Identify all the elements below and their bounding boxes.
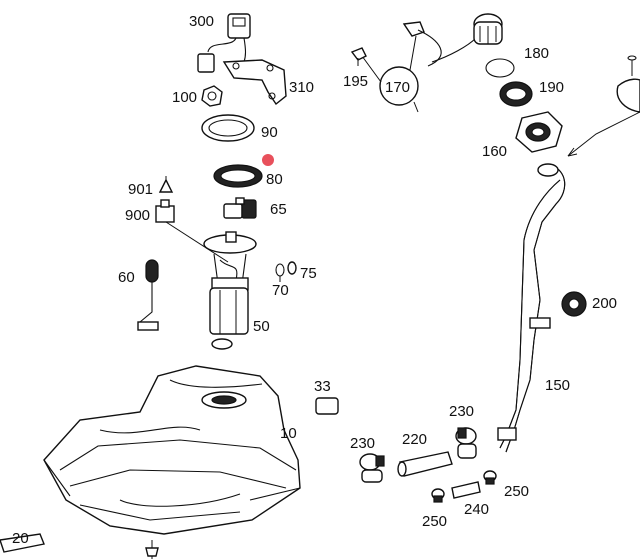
label-200: 200 [592,295,617,312]
part-230-clamp-right[interactable] [455,427,477,459]
part-50-fuel-pump-module[interactable] [203,231,257,350]
part-250-clamp-left[interactable] [431,488,445,503]
label-80: 80 [266,171,283,188]
part-240-hose[interactable] [451,481,481,499]
part-220-hose[interactable] [397,451,453,477]
label-70: 70 [272,282,289,299]
label-240: 240 [464,501,489,518]
label-250-left: 250 [422,513,447,530]
label-100: 100 [172,89,197,106]
label-180: 180 [524,45,549,62]
part-901-fitting[interactable] [158,176,174,193]
label-900: 900 [125,207,150,224]
leader-900 [165,221,229,263]
label-230-left: 230 [350,435,375,452]
label-310: 310 [289,79,314,96]
part-900-valve[interactable] [155,199,175,223]
part-250-clamp-right[interactable] [483,470,497,485]
label-150: 150 [545,377,570,394]
label-75: 75 [300,265,317,282]
part-75-washer[interactable] [287,261,297,275]
fuel-cap-with-tether[interactable] [402,13,503,67]
part-150-filler-pipe[interactable] [497,163,566,453]
label-220: 220 [402,431,427,448]
part-190-ring[interactable] [499,81,533,107]
label-195: 195 [343,73,368,90]
part-200-cap[interactable] [561,291,587,317]
part-180-seal[interactable] [485,58,515,78]
position-marker [262,154,274,166]
label-170: 170 [385,79,410,96]
part-60-float-sender[interactable] [137,259,159,331]
part-20-strap[interactable] [0,533,45,553]
label-230-right: 230 [449,403,474,420]
label-65: 65 [270,201,287,218]
label-190: 190 [539,79,564,96]
pointer-arrow [567,111,640,157]
part-300-connector[interactable] [197,13,251,73]
part-195-clip[interactable] [350,47,367,66]
label-20: 20 [12,530,29,547]
bolt-bottom [145,540,159,559]
label-10: 10 [280,425,297,442]
part-80-seal[interactable] [213,164,263,188]
label-50: 50 [253,318,270,335]
part-70-washer[interactable] [275,263,285,277]
part-offscreen-right [616,55,640,113]
label-901: 901 [128,181,153,198]
label-90: 90 [261,124,278,141]
label-60: 60 [118,269,135,286]
label-160: 160 [482,143,507,160]
part-33-sleeve[interactable] [315,397,339,415]
label-250-right: 250 [504,483,529,500]
part-100-nut[interactable] [201,85,223,107]
part-170-callout[interactable] [361,35,419,113]
part-230-clamp-left[interactable] [359,453,385,483]
label-33: 33 [314,378,331,395]
label-300: 300 [189,13,214,30]
part-310-bracket[interactable] [222,59,287,106]
part-90-ring[interactable] [201,114,255,142]
part-160-flange[interactable] [515,111,563,153]
part-65-sender[interactable] [223,197,257,219]
part-10-fuel-tank[interactable] [43,365,301,535]
